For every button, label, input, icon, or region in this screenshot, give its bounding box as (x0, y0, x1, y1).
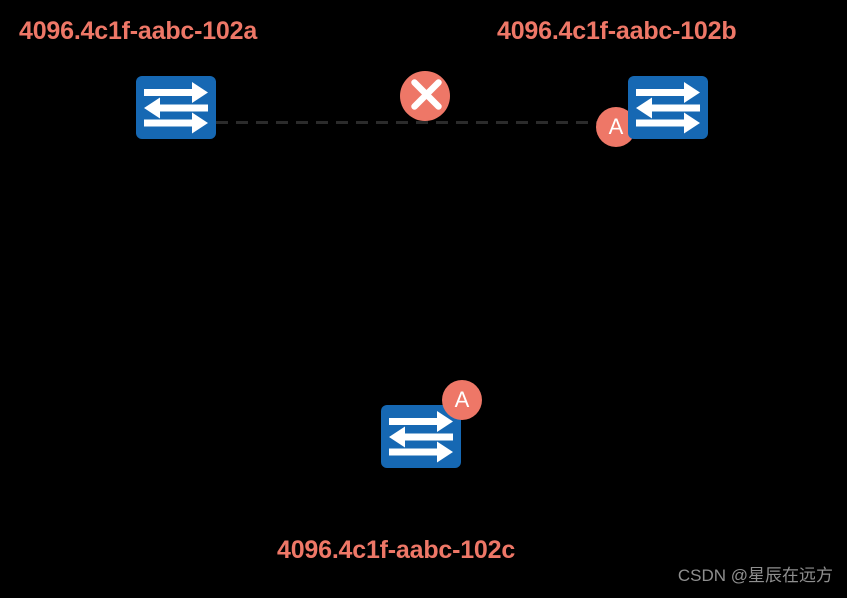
watermark-text: CSDN @星辰在远方 (677, 566, 833, 585)
network-switch-icon[interactable] (381, 405, 461, 468)
link-fault-x-icon (400, 71, 450, 121)
role-badge-switch-c: A (442, 380, 482, 420)
network-switch-icon[interactable] (628, 76, 708, 139)
device-label-switch-b: 4096.4c1f-aabc-102b (497, 17, 737, 45)
device-label-switch-a: 4096.4c1f-aabc-102a (19, 17, 258, 45)
network-switch-icon[interactable] (136, 76, 216, 139)
device-label-switch-c: 4096.4c1f-aabc-102c (277, 536, 516, 564)
link-switch-a-to-switch-b (216, 121, 612, 124)
